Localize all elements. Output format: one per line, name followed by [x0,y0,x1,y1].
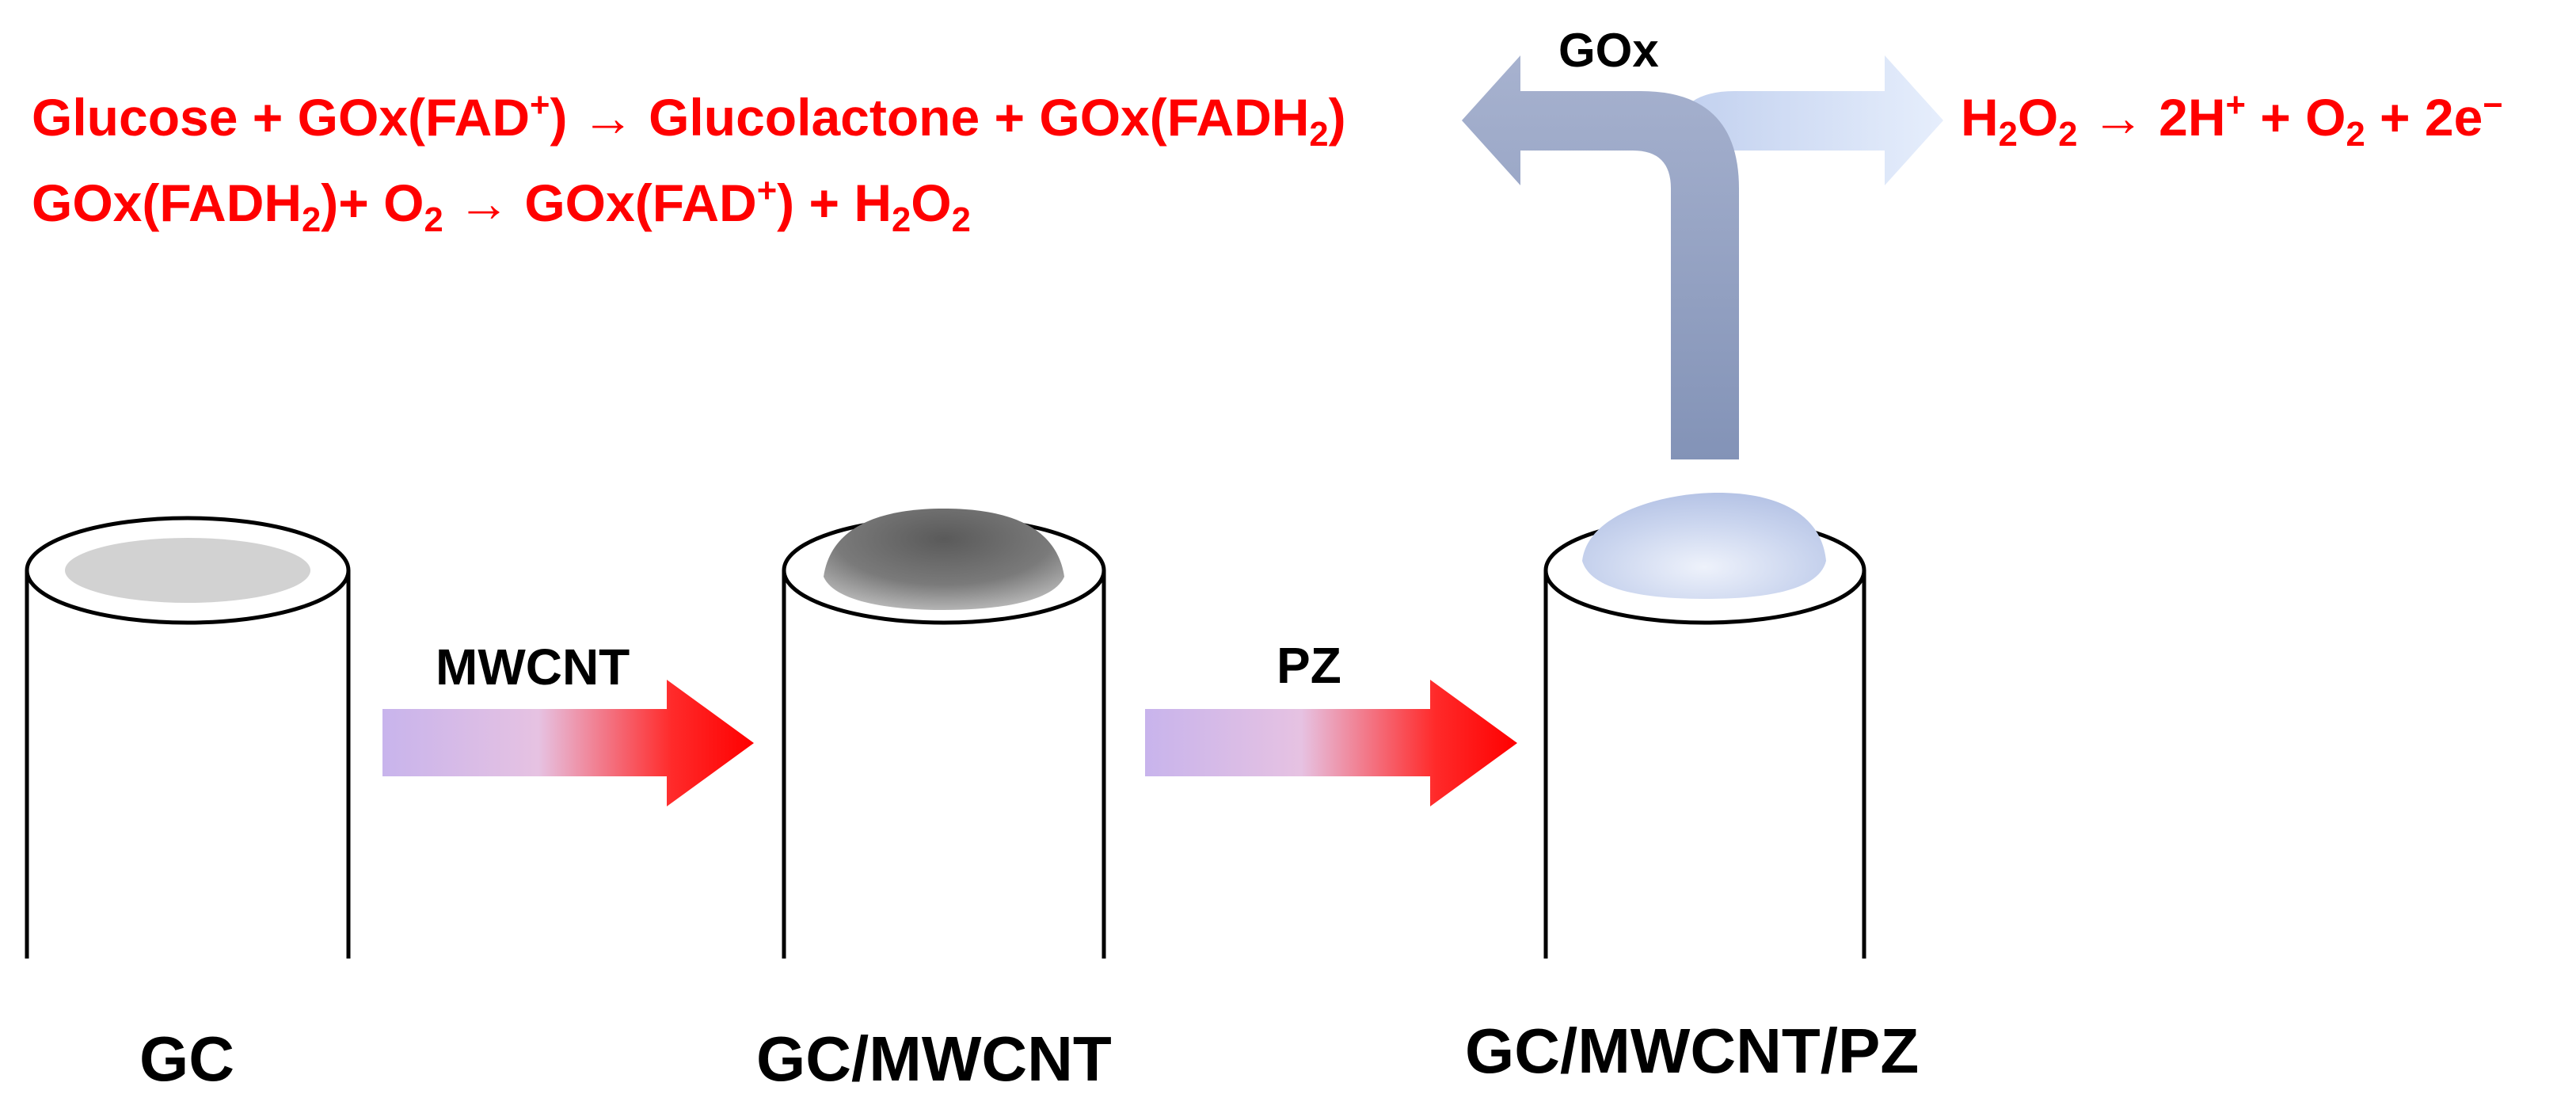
eq3-part-4: + O [2245,88,2346,147]
gox-label: GOx [1558,24,1659,77]
electrode-gc-icon [25,516,351,959]
eq3-subscript-2: 2 [2058,116,2078,154]
eq3-subscript-3: 2 [2346,116,2365,154]
mwcnt-step-arrow-icon [382,680,754,806]
pz-step-arrow-icon [1145,680,1517,806]
eq2-part-4: ) + H [777,173,892,232]
eq2-part-5: O [911,173,952,232]
reaction-equation-peroxide-oxidation: H2O2 → 2H+ + O2 + 2e− [1961,88,2503,152]
eq3-part-3: → 2H [2077,88,2226,147]
eq2-subscript-2: 2 [424,201,443,240]
eq2-superscript-1: + [756,172,778,211]
eq3-part-2: O [2017,88,2059,147]
electrode-label-gc-mwcnt: GC/MWCNT [756,1023,1112,1094]
eq1-part-1: Glucose + GOx(FAD [32,88,530,147]
eq1-superscript-1: + [530,86,550,125]
pz-layer [1582,493,1826,599]
eq1-part-2: ) → Glucolactone + GOx(FADH [550,88,1310,147]
eq2-subscript-3: 2 [892,201,911,240]
eq2-subscript-1: 2 [302,201,322,240]
eq3-superscript-2: − [2483,86,2503,125]
electrode-label-gc-mwcnt-pz: GC/MWCNT/PZ [1465,1016,1920,1086]
eq2-part-1: GOx(FADH [32,173,302,232]
eq2-part-2: )+ O [321,173,424,232]
electrode-gc-mwcnt-body [782,570,1106,959]
electrode-gc-mwcnt-pz-body [1543,570,1866,959]
reaction-equation-glucose-oxidation: Glucose + GOx(FAD+) → Glucolactone + GOx… [32,88,1346,152]
mwcnt-step-label: MWCNT [436,638,630,696]
electrode-gc-mwcnt-icon [782,509,1106,959]
bare-gc-surface [65,538,310,603]
electrode-gc-mwcnt-pz-icon [1543,493,1866,959]
eq3-part-1: H [1961,88,1999,147]
eq1-subscript-1: 2 [1309,116,1329,154]
eq1-part-3: ) [1328,88,1346,147]
electrode-label-gc: GC [139,1023,234,1094]
gox-right-branch-arrow-icon [1671,55,1943,185]
eq2-subscript-4: 2 [951,201,971,240]
reaction-equation-enzyme-regeneration: GOx(FADH2)+ O2 → GOx(FAD+) + H2O2 [32,173,971,238]
gox-left-branch-arrow-icon [1462,55,1739,459]
electrode-gc-body [25,570,351,959]
eq3-subscript-1: 2 [1998,116,2018,154]
eq3-superscript-1: + [2225,86,2246,125]
mwcnt-layer [824,509,1064,610]
eq2-part-3: → GOx(FAD [443,173,757,232]
pz-step-label: PZ [1277,637,1341,694]
eq3-part-5: + 2e [2365,88,2483,147]
